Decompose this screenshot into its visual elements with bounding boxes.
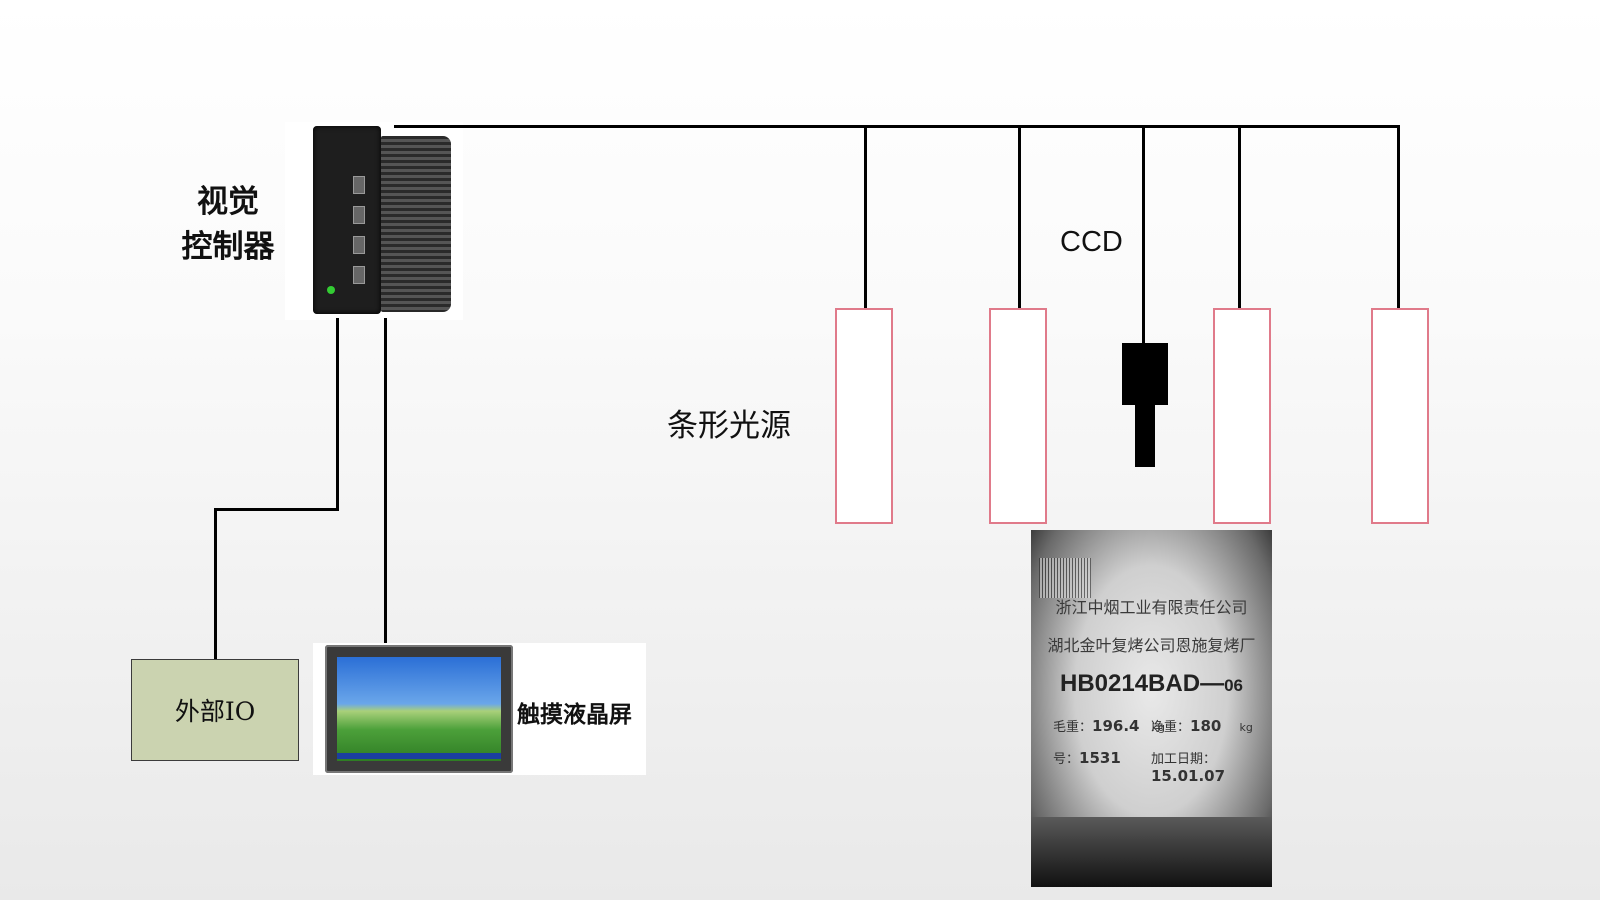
- ccd-label: CCD: [1060, 226, 1123, 258]
- photo-net-label: 净重：: [1151, 720, 1191, 735]
- controller-port: [353, 266, 365, 284]
- photo-gross-label: 毛重：: [1053, 720, 1093, 735]
- io-wire-horizontal: [214, 508, 339, 511]
- bar-light-1: [835, 308, 893, 524]
- power-led-icon: [327, 286, 335, 294]
- photo-date-value: 15.01.07: [1151, 767, 1226, 785]
- light-source-label: 条形光源: [667, 408, 791, 444]
- photo-serial-label: 号：: [1053, 752, 1080, 767]
- vision-controller-label: 视觉 控制器: [178, 180, 278, 270]
- touch-screen-image: 触摸液晶屏: [313, 643, 646, 775]
- photo-gross: 毛重：196.4 kg: [1053, 716, 1165, 735]
- controller-front-panel: [313, 126, 393, 314]
- photo-factory: 湖北金叶复烤公司恩施复烤厂: [1047, 636, 1256, 655]
- photo-serial: 号：1531: [1053, 748, 1121, 767]
- photo-serial-value: 1531: [1079, 749, 1121, 767]
- external-io-box: 外部IO: [131, 659, 299, 761]
- ccd-camera-body: [1122, 343, 1168, 405]
- vision-controller-image: [285, 122, 463, 320]
- photo-company: 浙江中烟工业有限责任公司: [1055, 598, 1248, 617]
- photo-date: 加工日期：15.01.07: [1151, 748, 1272, 785]
- lcd-monitor-icon: [325, 645, 513, 773]
- photo-code-main: HB0214BAD: [1060, 670, 1201, 697]
- photo-code-dash: —: [1200, 670, 1225, 697]
- photo-date-label: 加工日期：: [1151, 752, 1217, 767]
- ccd-camera-lens: [1135, 405, 1155, 467]
- light-bar-3-wire: [1238, 125, 1241, 308]
- photo-code: HB0214BAD—06: [1031, 670, 1272, 698]
- io-wire-drop: [214, 508, 217, 660]
- light-bar-4-wire: [1397, 125, 1400, 308]
- photo-gross-value: 196.4: [1092, 717, 1140, 735]
- light-bar-1-wire: [864, 125, 867, 308]
- photo-code-suffix: 06: [1224, 676, 1243, 695]
- product-label-photo: 浙江中烟工业有限责任公司 湖北金叶复烤公司恩施复烤厂 HB0214BAD—06 …: [1031, 530, 1272, 887]
- monitor-taskbar: [337, 753, 501, 759]
- photo-net: 净重：180 kg: [1151, 716, 1253, 735]
- vision-controller-label-line1: 视觉: [197, 184, 259, 220]
- camera-wire: [1142, 125, 1145, 343]
- bar-light-3: [1213, 308, 1271, 524]
- io-wire-vertical: [336, 318, 339, 510]
- light-bar-2-wire: [1018, 125, 1021, 308]
- external-io-label: 外部IO: [174, 697, 256, 726]
- top-bus-wire: [394, 125, 1400, 128]
- controller-port: [353, 206, 365, 224]
- controller-port: [353, 236, 365, 254]
- bar-light-2: [989, 308, 1047, 524]
- touch-screen-wire: [384, 318, 387, 645]
- photo-pallet: [1031, 817, 1272, 887]
- bar-light-4: [1371, 308, 1429, 524]
- photo-gross-unit: kg: [1151, 721, 1165, 734]
- controller-heatsink: [381, 136, 451, 312]
- photo-net-unit: kg: [1239, 721, 1253, 734]
- monitor-screen: [337, 657, 501, 761]
- vision-controller-label-line2: 控制器: [181, 229, 275, 265]
- touch-screen-label: 触摸液晶屏: [517, 701, 632, 728]
- photo-net-value: 180: [1190, 717, 1222, 735]
- barcode-icon: [1039, 558, 1091, 598]
- controller-port: [353, 176, 365, 194]
